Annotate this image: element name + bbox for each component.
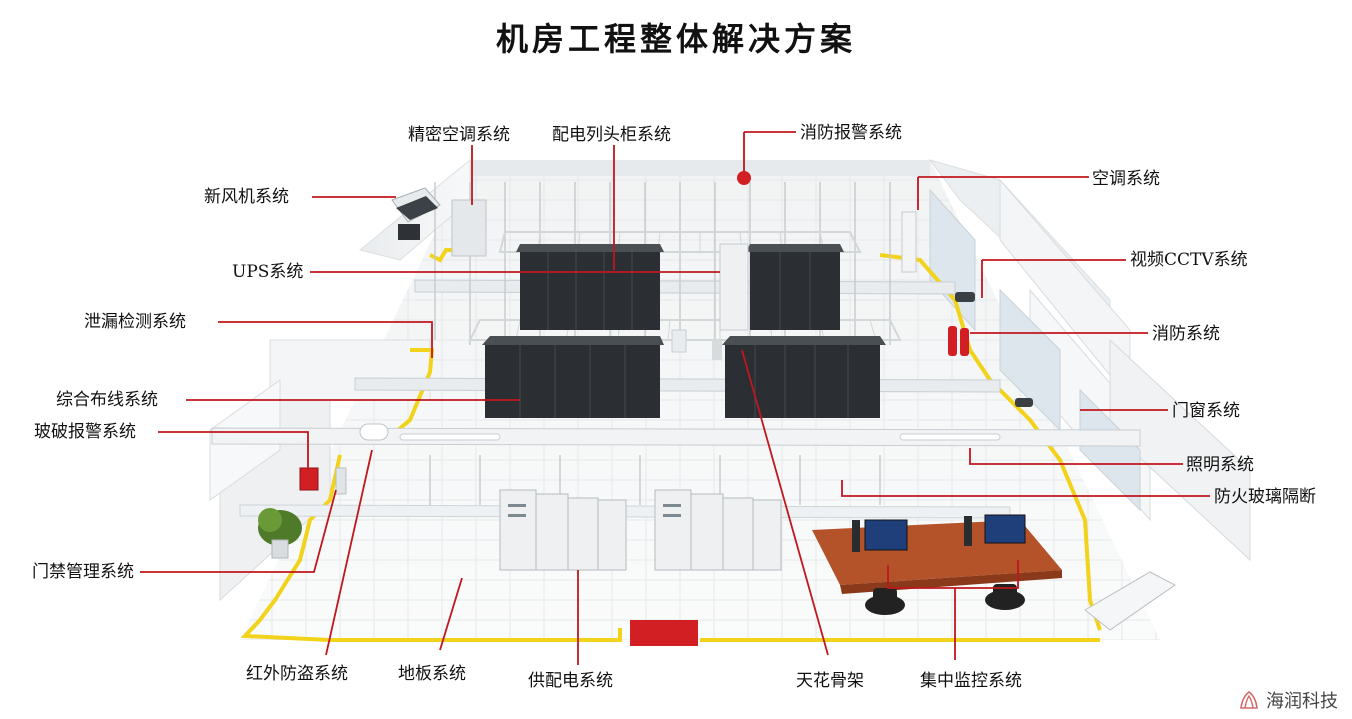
- watermark: 海润科技: [1238, 687, 1338, 713]
- label-precision-ac: 精密空调系统: [408, 125, 510, 145]
- label-infrared-security: 红外防盗系统: [246, 664, 348, 684]
- precision-ac-unit: [719, 243, 749, 331]
- label-central-monitoring: 集中监控系统: [920, 671, 1022, 691]
- label-power-distribution: 供配电系统: [528, 671, 613, 691]
- rack-row-front-left: [482, 336, 664, 418]
- fire-alarm-icon: [737, 171, 751, 185]
- label-fresh-air: 新风机系统: [204, 187, 289, 207]
- distribution-cabinets: [499, 489, 782, 571]
- label-ceiling-skeleton: 天花骨架: [796, 671, 864, 691]
- leader-lines: [140, 131, 1210, 665]
- glass-break-alarm: [299, 467, 319, 491]
- floor-ac-unit: [1084, 571, 1176, 631]
- label-doors-windows: 门窗系统: [1172, 401, 1240, 421]
- fresh-air-unit: [391, 187, 441, 240]
- label-pdu-cabinet: 配电列头柜系统: [552, 125, 671, 145]
- label-glass-break: 玻破报警系统: [34, 422, 136, 442]
- label-fire-protection: 消防系统: [1152, 324, 1220, 344]
- cctv-camera-icon: [955, 292, 1033, 407]
- label-structured-cabling: 综合布线系统: [56, 390, 158, 410]
- label-ups: UPS系统: [232, 262, 304, 282]
- plant-icon: [258, 508, 302, 559]
- access-reader: [335, 467, 347, 495]
- label-raised-floor: 地板系统: [398, 664, 466, 684]
- label-air-conditioning: 空调系统: [1092, 169, 1160, 189]
- precision-ac-cabinet: [451, 199, 487, 257]
- ac-indoor-unit: [901, 211, 917, 273]
- label-leak-detection: 泄漏检测系统: [84, 312, 186, 332]
- label-access-control: 门禁管理系统: [32, 562, 134, 582]
- label-cctv: 视频CCTV系统: [1130, 250, 1248, 270]
- floor-trim: [240, 248, 1102, 642]
- rack-row-back-right: [746, 244, 844, 330]
- fire-extinguisher-icon: [948, 326, 969, 356]
- watermark-logo-icon: [1240, 690, 1258, 709]
- label-lighting: 照明系统: [1186, 455, 1254, 475]
- rack-row-back-left: [516, 244, 664, 330]
- entrance-mat: [630, 620, 698, 646]
- rack-row-front-right: [722, 336, 886, 418]
- equipment: [258, 171, 1176, 646]
- diagram-title: 机房工程整体解决方案: [495, 20, 856, 58]
- office-chairs: [865, 584, 1025, 615]
- label-fire-glass-partition: 防火玻璃隔断: [1214, 487, 1316, 507]
- label-fire-alarm: 消防报警系统: [800, 123, 902, 143]
- watermark-text: 海润科技: [1266, 691, 1338, 712]
